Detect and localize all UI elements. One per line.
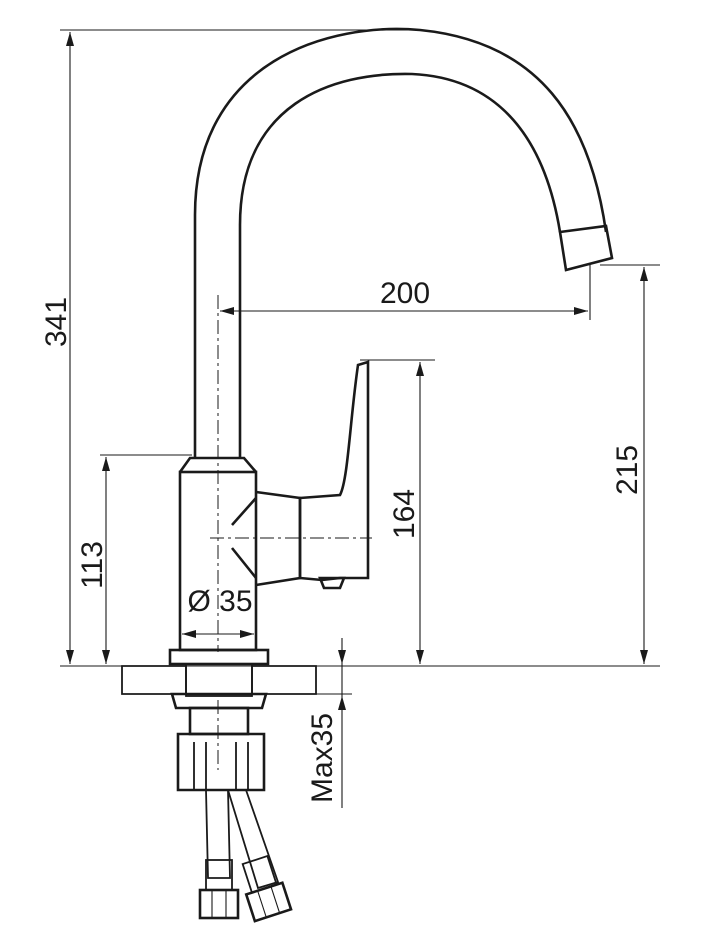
dim-label-164: 164 [388, 489, 421, 539]
dim-label-diameter-35: Ø 35 [187, 585, 252, 618]
hose-left [205, 789, 231, 879]
handle-lever [298, 360, 370, 582]
center-lines [210, 295, 372, 770]
spout-aerator [558, 224, 614, 272]
dim-label-max35: Max35 [306, 713, 339, 803]
dim-label-113: 113 [76, 541, 109, 589]
faucet-outline [121, 27, 614, 923]
dimension-labels: 341 113 200 164 215 Ø 35 Max35 [40, 277, 644, 803]
hose-left-nut [198, 888, 240, 920]
countertop-right [251, 665, 317, 695]
handle-knob [318, 576, 346, 590]
mounting-washer [170, 692, 268, 710]
dim-label-200: 200 [380, 277, 430, 310]
dim-label-341: 341 [40, 297, 73, 347]
hose-left-ferrule [205, 859, 233, 891]
hose-right [226, 789, 280, 890]
mounting-nut [176, 732, 266, 792]
hose-right-nut [244, 881, 293, 923]
cartridge-cutout [230, 497, 258, 579]
nut-slots [193, 742, 249, 790]
body-collar [178, 456, 257, 473]
spout-inner-edge [238, 72, 562, 458]
mounting-nut-neck [188, 706, 250, 736]
dim-label-215: 215 [611, 445, 644, 495]
base-flange [168, 648, 270, 666]
dimension-lines [60, 29, 660, 808]
threaded-stud [185, 663, 253, 697]
spout-outer-edge [193, 27, 608, 458]
countertop-left [121, 665, 187, 695]
